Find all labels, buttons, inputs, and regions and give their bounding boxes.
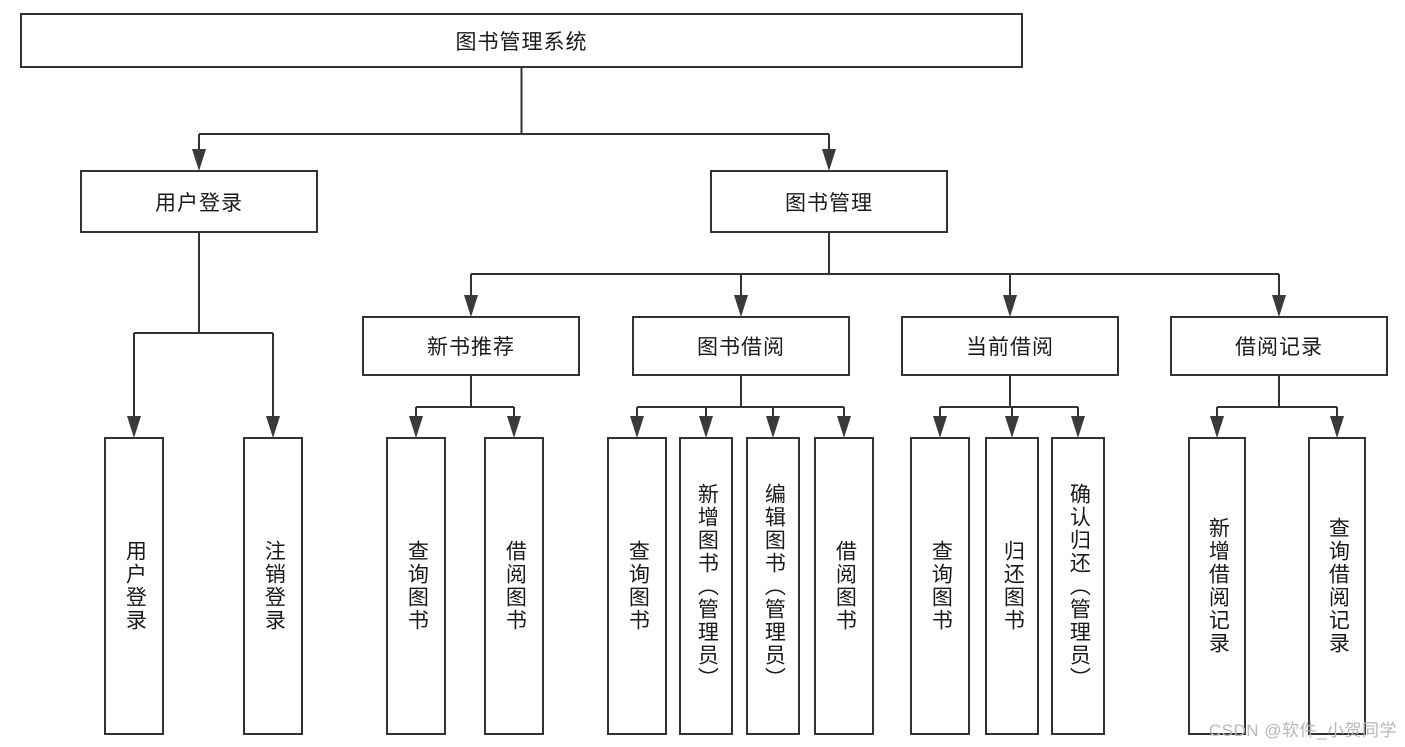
node-label: 新增借阅记录 (1206, 517, 1230, 655)
node-user-login-module[interactable]: 用户登录 (80, 170, 318, 233)
leaf-borrow-book-new[interactable]: 借阅图书 (484, 437, 544, 735)
node-label: 注销登录 (262, 540, 286, 632)
node-new-book-recommendation[interactable]: 新书推荐 (362, 316, 580, 376)
leaf-add-borrow-record[interactable]: 新增借阅记录 (1188, 437, 1246, 735)
leaf-return-book[interactable]: 归还图书 (985, 437, 1039, 735)
node-label: 查询图书 (626, 540, 650, 632)
leaf-query-book-current[interactable]: 查询图书 (910, 437, 970, 735)
leaf-edit-book-admin[interactable]: 编辑图书（管理员） (746, 437, 800, 735)
node-label: 编辑图书（管理员） (762, 482, 786, 690)
node-label: 新增图书（管理员） (695, 482, 719, 690)
leaf-query-book-borrow[interactable]: 查询图书 (607, 437, 667, 735)
node-label: 查询借阅记录 (1326, 517, 1350, 655)
node-label: 图书管理系统 (455, 30, 588, 54)
node-label: 图书管理 (785, 191, 873, 215)
node-root[interactable]: 图书管理系统 (20, 13, 1023, 68)
node-label: 查询图书 (929, 540, 953, 632)
node-label: 借阅记录 (1235, 336, 1323, 359)
node-label: 图书借阅 (697, 336, 785, 359)
leaf-query-book-new[interactable]: 查询图书 (386, 437, 446, 735)
node-book-borrow[interactable]: 图书借阅 (632, 316, 850, 376)
node-label: 用户登录 (155, 191, 243, 215)
node-label: 用户登录 (123, 540, 147, 632)
node-label: 确认归还（管理员） (1067, 482, 1091, 690)
node-label: 当前借阅 (966, 336, 1054, 359)
leaf-add-book-admin[interactable]: 新增图书（管理员） (679, 437, 733, 735)
leaf-borrow-book[interactable]: 借阅图书 (814, 437, 874, 735)
node-label: 借阅图书 (503, 540, 527, 632)
node-current-borrow[interactable]: 当前借阅 (901, 316, 1119, 376)
leaf-confirm-return-admin[interactable]: 确认归还（管理员） (1051, 437, 1105, 735)
node-label: 查询图书 (405, 540, 429, 632)
node-borrow-record[interactable]: 借阅记录 (1170, 316, 1388, 376)
leaf-logout[interactable]: 注销登录 (243, 437, 303, 735)
leaf-query-borrow-record[interactable]: 查询借阅记录 (1308, 437, 1366, 735)
node-book-management-module[interactable]: 图书管理 (710, 170, 948, 233)
leaf-user-login[interactable]: 用户登录 (104, 437, 164, 735)
node-label: 借阅图书 (833, 540, 857, 632)
node-label: 归还图书 (1001, 540, 1025, 632)
node-label: 新书推荐 (427, 336, 515, 359)
